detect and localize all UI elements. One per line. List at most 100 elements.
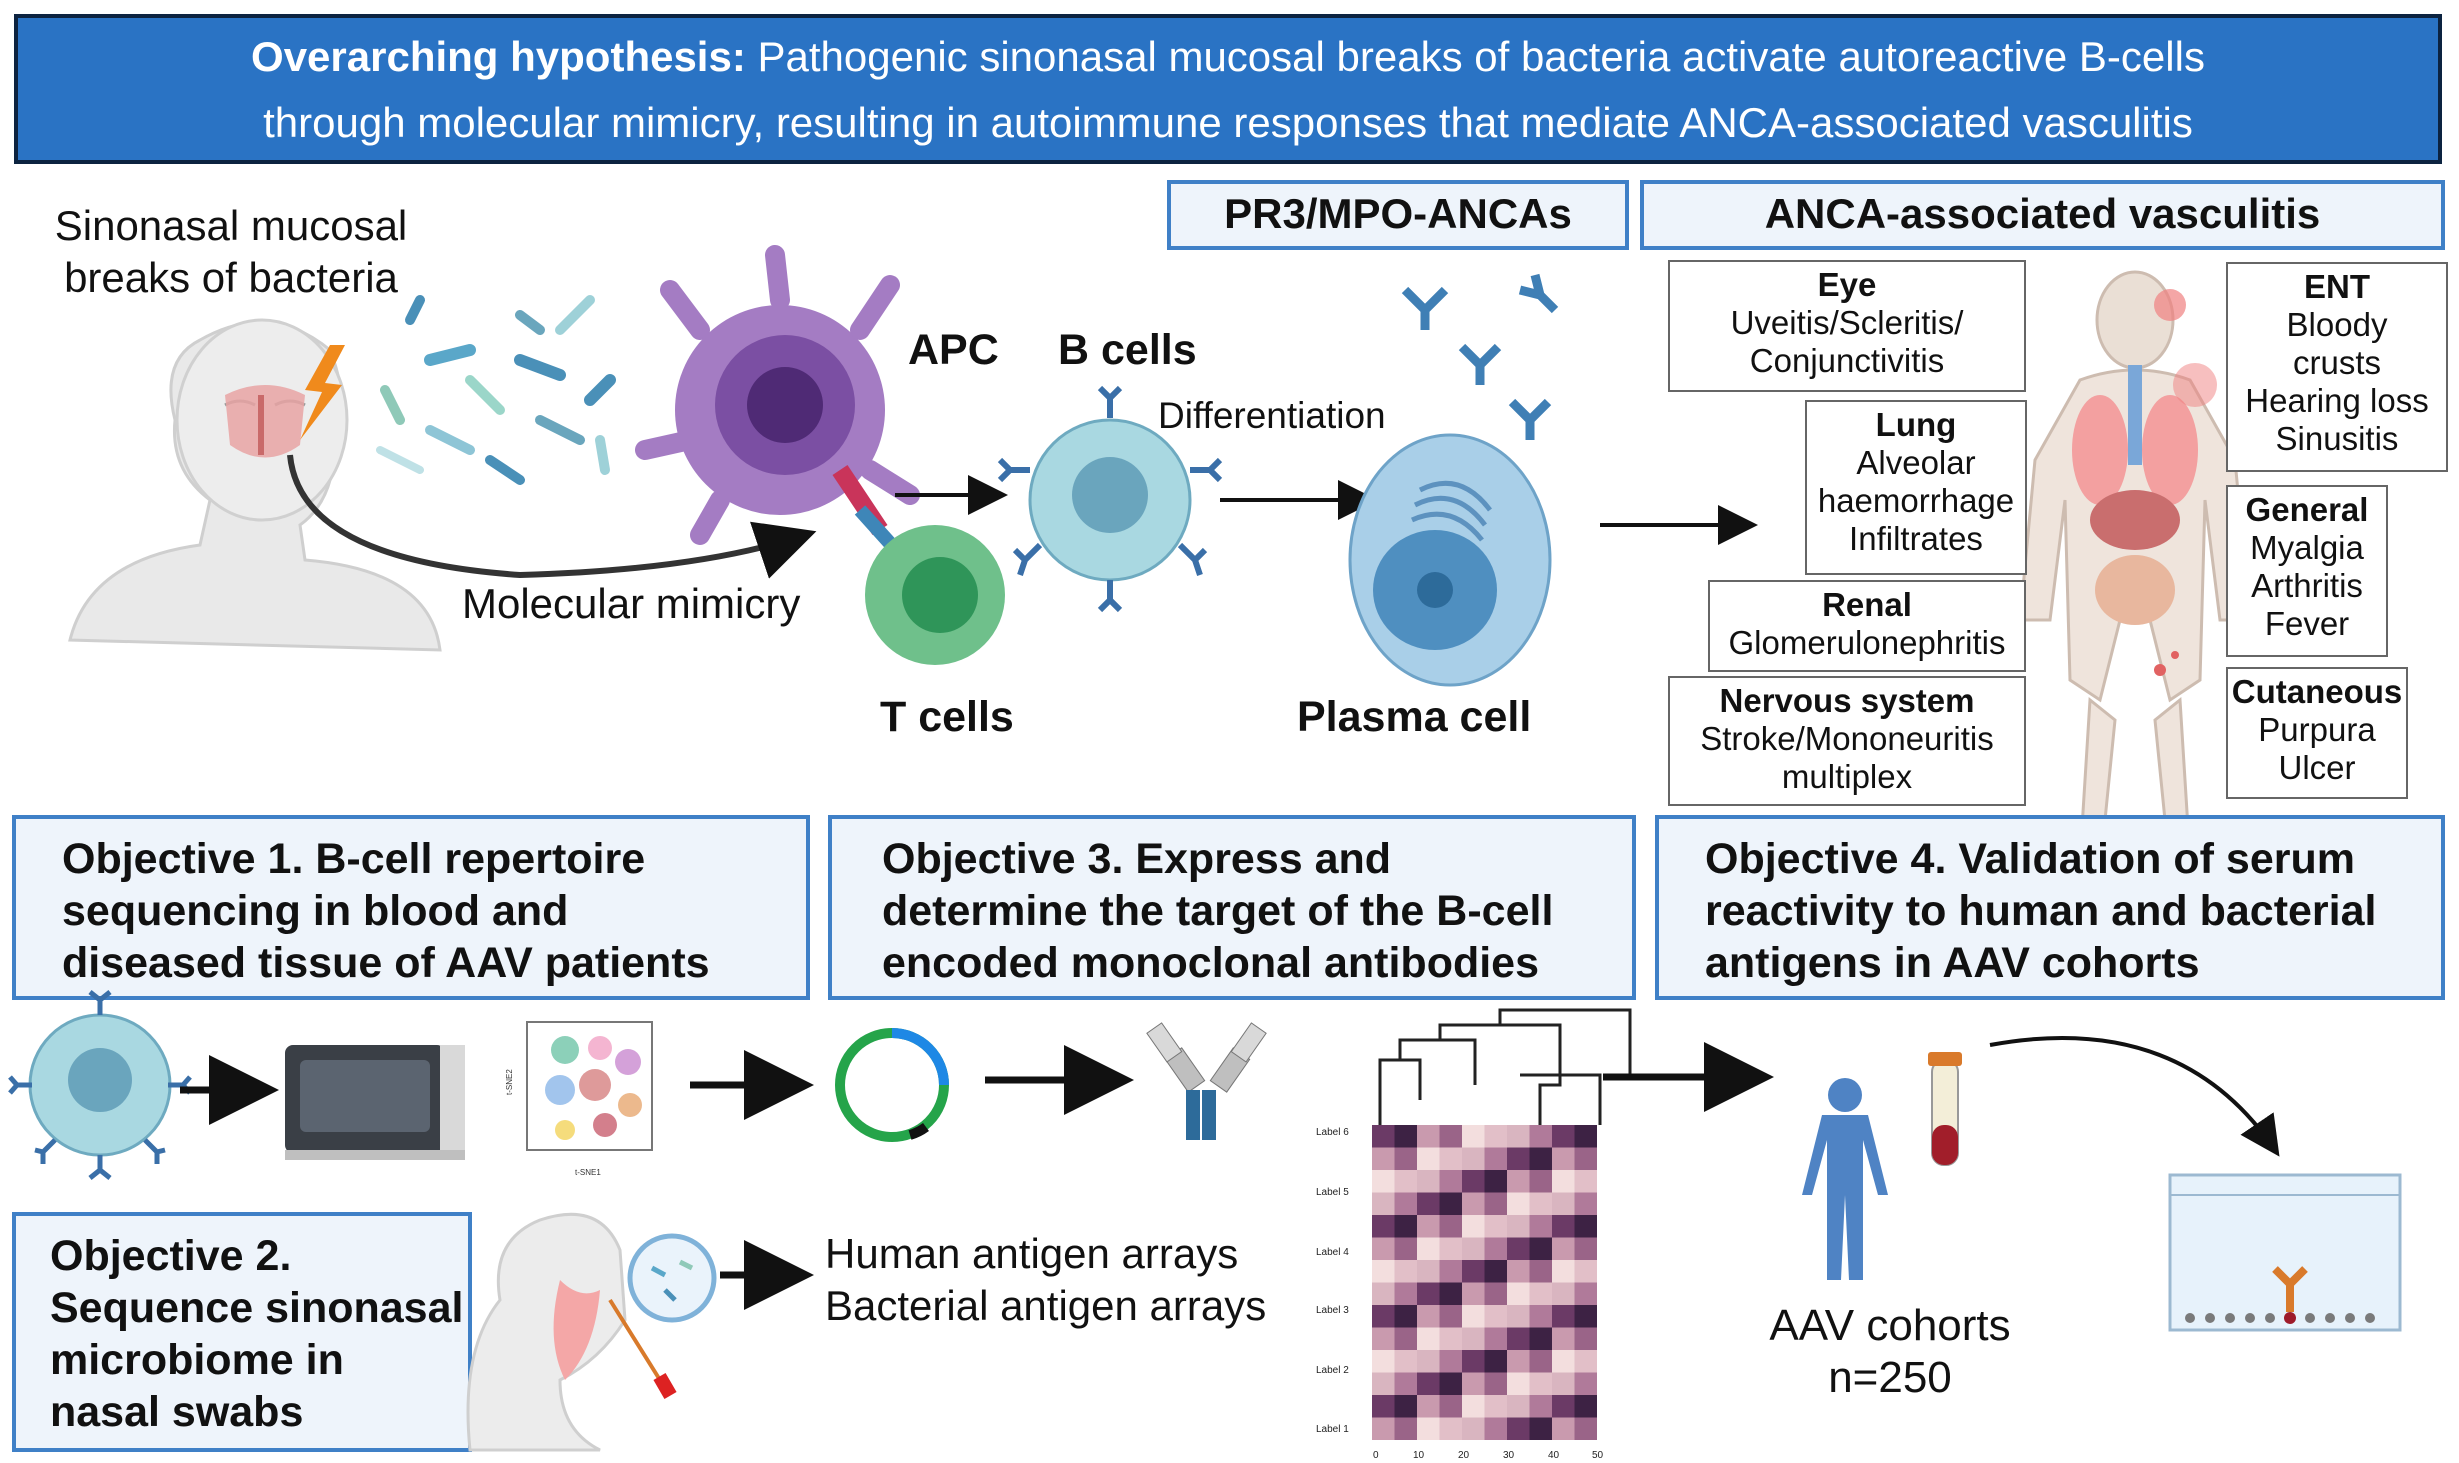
heatmap-cell [1552,1147,1575,1170]
heatmap-cell [1529,1327,1552,1350]
objective-2-line: Objective 2. [50,1232,292,1280]
organ-renal: Renal Glomerulonephritis [1708,580,2026,672]
heatmap-cell [1417,1417,1440,1440]
heatmap-cell [1507,1417,1530,1440]
heatmap-cell [1529,1237,1552,1260]
heatmap-cell [1417,1327,1440,1350]
heatmap-cell [1574,1237,1597,1260]
heatmap-row-label: Label 2 [1316,1365,1349,1376]
heatmap-cell [1529,1147,1552,1170]
sinonasal-line2: breaks of bacteria [64,254,398,301]
heatmap-cell [1529,1192,1552,1215]
heatmap-cell [1574,1417,1597,1440]
heatmap-cell [1552,1327,1575,1350]
objective-2-line: microbiome in [50,1336,344,1384]
organ-general-line: Myalgia [2250,529,2364,566]
heatmap-row-label: Label 5 [1316,1187,1349,1198]
organ-ent-line: Hearing loss [2245,382,2429,419]
heatmap-cell [1439,1215,1462,1238]
heatmap-cell [1574,1305,1597,1328]
heatmap-cell [1484,1260,1507,1283]
heatmap-cell [1484,1417,1507,1440]
heatmap-cell [1394,1327,1417,1350]
blood-tube-illustration [1928,1052,1962,1166]
mimicry-arrow [287,454,817,579]
heatmap-cell [1529,1417,1552,1440]
organ-nervous-line: Stroke/Mononeuritis [1700,720,1994,757]
human-antigen-arrays: Human antigen arrays [825,1230,1239,1277]
aav-header: ANCA-associated vasculitis [1640,180,2445,250]
organ-ent: ENT Bloody crusts Hearing loss Sinusitis [2226,262,2448,472]
heatmap-cell [1507,1237,1530,1260]
heatmap-cell [1394,1260,1417,1283]
organ-cutaneous: Cutaneous Purpura Ulcer [2226,667,2408,799]
apc-cell-illustration [635,245,920,545]
banner-lead: Overarching hypothesis: [251,33,746,80]
heatmap-cell [1574,1350,1597,1373]
heatmap-cell [1574,1395,1597,1418]
heatmap-cell [1507,1327,1530,1350]
heatmap-cell [1439,1192,1462,1215]
organ-general: General Myalgia Arthritis Fever [2226,485,2388,657]
objective-4-line: reactivity to human and bacterial [1705,887,2377,935]
heatmap-cell [1484,1372,1507,1395]
organ-eye-line: Uveitis/Scleritis/ [1730,304,1964,341]
heatmap-cell [1417,1147,1440,1170]
heatmap-cell [1394,1237,1417,1260]
organ-renal-title: Renal [1822,586,1912,623]
heatmap-cell [1439,1125,1462,1148]
heatmap-cell [1462,1192,1485,1215]
heatmap-cell [1552,1282,1575,1305]
banner-line1: Pathogenic sinonasal mucosal breaks of b… [757,33,2205,80]
heatmap-cell [1417,1282,1440,1305]
heatmap-cell [1484,1215,1507,1238]
heatmap-cell [1372,1350,1395,1373]
organ-cutaneous-title: Cutaneous [2231,673,2403,710]
heatmap-cell [1574,1372,1597,1395]
heatmap-row-label: Label 6 [1316,1127,1349,1138]
heatmap-x-ticks: 0 10 20 30 40 50 [1373,1450,1604,1461]
heatmap-cell [1574,1125,1597,1148]
heatmap-x-tick: 20 [1458,1450,1470,1461]
organ-ent-line: crusts [2292,344,2381,381]
objective-1: Objective 1. B-cell repertoire sequencin… [12,815,810,1000]
organ-ent-title: ENT [2304,268,2370,305]
heatmap-cell [1574,1170,1597,1193]
molecular-mimicry-label: Molecular mimicry [462,580,801,627]
organ-renal-line: Glomerulonephritis [1728,624,2006,661]
heatmap-cell [1462,1327,1485,1350]
objective-2: Objective 2. Sequence sinonasal microbio… [12,1212,472,1452]
heatmap-cell [1529,1260,1552,1283]
objective-1-line: sequencing in blood and [62,887,569,935]
heatmap-cell [1394,1417,1417,1440]
heatmap-cell [1462,1125,1485,1148]
heatmap-cell [1462,1260,1485,1283]
organ-eye: Eye Uveitis/Scleritis/ Conjunctivitis [1668,260,2026,392]
dendrogram [1378,1008,1632,1125]
heatmap-cell [1529,1282,1552,1305]
heatmap-cell [1462,1305,1485,1328]
organ-eye-line: Conjunctivitis [1749,342,1945,379]
heatmap-cell [1439,1327,1462,1350]
plasmid-illustration [835,1028,949,1142]
heatmap-cell [1372,1395,1395,1418]
heatmap-cell [1574,1215,1597,1238]
organ-ent-line: Sinusitis [2275,420,2399,457]
heatmap-cell [1484,1350,1507,1373]
antigen-arrays-label: Human antigen arrays Bacterial antigen a… [825,1228,1266,1332]
heatmap-cell [1417,1260,1440,1283]
b-cell-small-illustration [8,990,192,1180]
body-illustration [2018,270,2252,873]
heatmap-cell [1507,1260,1530,1283]
heatmap-cell [1439,1305,1462,1328]
heatmap-cell [1507,1147,1530,1170]
objective-3-line: Objective 3. Express and [882,835,1392,883]
heatmap-cell [1507,1395,1530,1418]
heatmap-cell [1439,1372,1462,1395]
heatmap-cell [1439,1170,1462,1193]
objective-4-line: antigens in AAV cohorts [1705,939,2200,987]
assay-plate-illustration [2168,1173,2402,1332]
heatmap-cell [1507,1215,1530,1238]
heatmap-cell [1462,1372,1485,1395]
